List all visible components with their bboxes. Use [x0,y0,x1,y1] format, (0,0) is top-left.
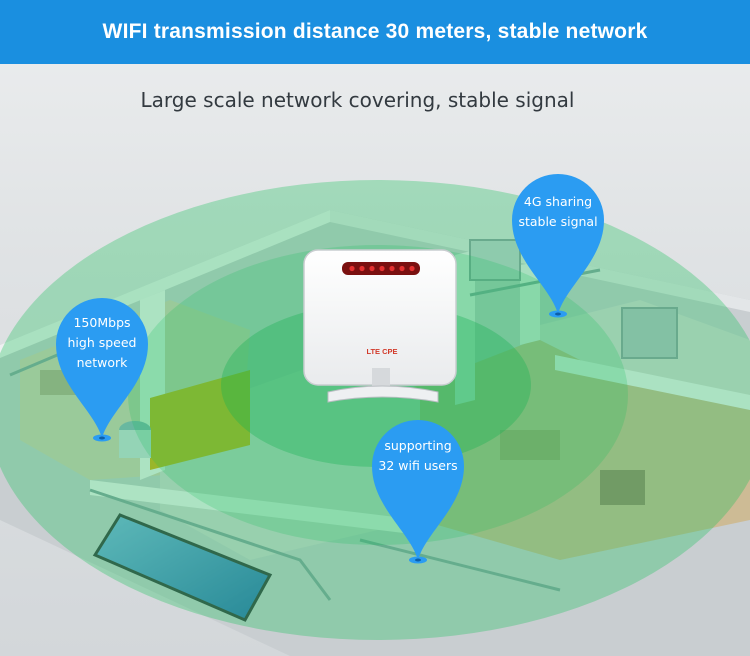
callout-line: stable signal [518,214,598,229]
callout-line: network [76,355,128,370]
callout-line: supporting [384,438,452,453]
banner-title: WIFI transmission distance 30 meters, st… [102,20,648,43]
map-pin-icon [512,174,604,318]
callout-pin-users: supporting 32 wifi users [370,414,466,574]
router-device: LTE CPE [303,249,457,403]
map-pin-icon [372,420,464,564]
callout-pin-signal: 4G sharing stable signal [510,168,606,328]
subtitle-text: Large scale network covering, stable sig… [140,88,575,112]
router-led-strip [349,265,415,272]
map-pin-icon [56,298,148,442]
header-banner: WIFI transmission distance 30 meters, st… [0,0,750,64]
callout-line: 32 wifi users [378,458,458,473]
router-brand-logo: LTE CPE [366,347,397,356]
callout-line: 150Mbps [73,315,131,330]
callout-pin-speed: 150Mbps high speed network [54,292,150,452]
building-floor-plan [0,210,750,656]
callout-line: high speed [67,335,137,350]
callout-line: 4G sharing [523,194,593,209]
